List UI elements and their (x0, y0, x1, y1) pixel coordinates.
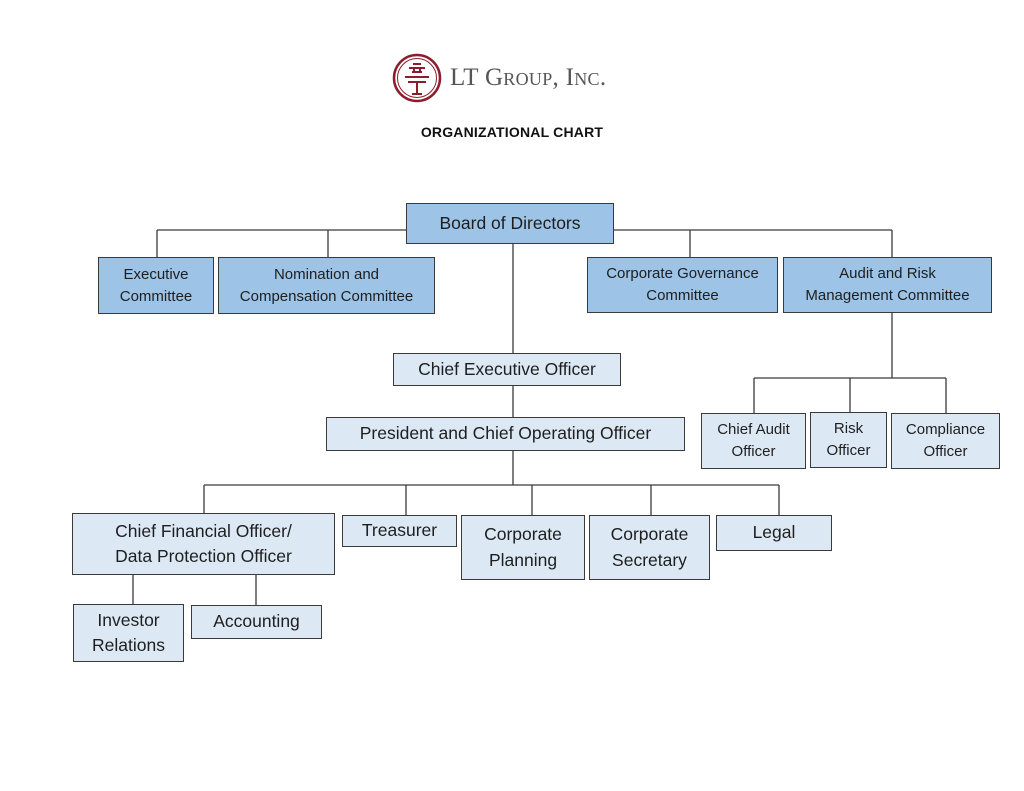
node-corporate-secretary: Corporate Secretary (589, 515, 710, 580)
node-board-of-directors: Board of Directors (406, 203, 614, 244)
node-legal: Legal (716, 515, 832, 551)
node-chief-audit-officer: Chief Audit Officer (701, 413, 806, 469)
node-cfo-data-protection-officer: Chief Financial Officer/ Data Protection… (72, 513, 335, 575)
node-risk-officer: Risk Officer (810, 412, 887, 468)
node-executive-committee: Executive Committee (98, 257, 214, 314)
lt-group-seal-icon (392, 53, 442, 103)
company-logo: LT Group, Inc. (392, 53, 606, 103)
node-compliance-officer: Compliance Officer (891, 413, 1000, 469)
node-nomination-compensation-committee: Nomination and Compensation Committee (218, 257, 435, 314)
node-corporate-governance-committee: Corporate Governance Committee (587, 257, 778, 313)
node-treasurer: Treasurer (342, 515, 457, 547)
node-corporate-planning: Corporate Planning (461, 515, 585, 580)
page-title: ORGANIZATIONAL CHART (420, 124, 604, 140)
node-accounting: Accounting (191, 605, 322, 639)
node-audit-risk-management-committee: Audit and Risk Management Committee (783, 257, 992, 313)
company-name: LT Group, Inc. (450, 64, 607, 91)
node-president-coo: President and Chief Operating Officer (326, 417, 685, 451)
node-investor-relations: Investor Relations (73, 604, 184, 662)
node-chief-executive-officer: Chief Executive Officer (393, 353, 621, 386)
